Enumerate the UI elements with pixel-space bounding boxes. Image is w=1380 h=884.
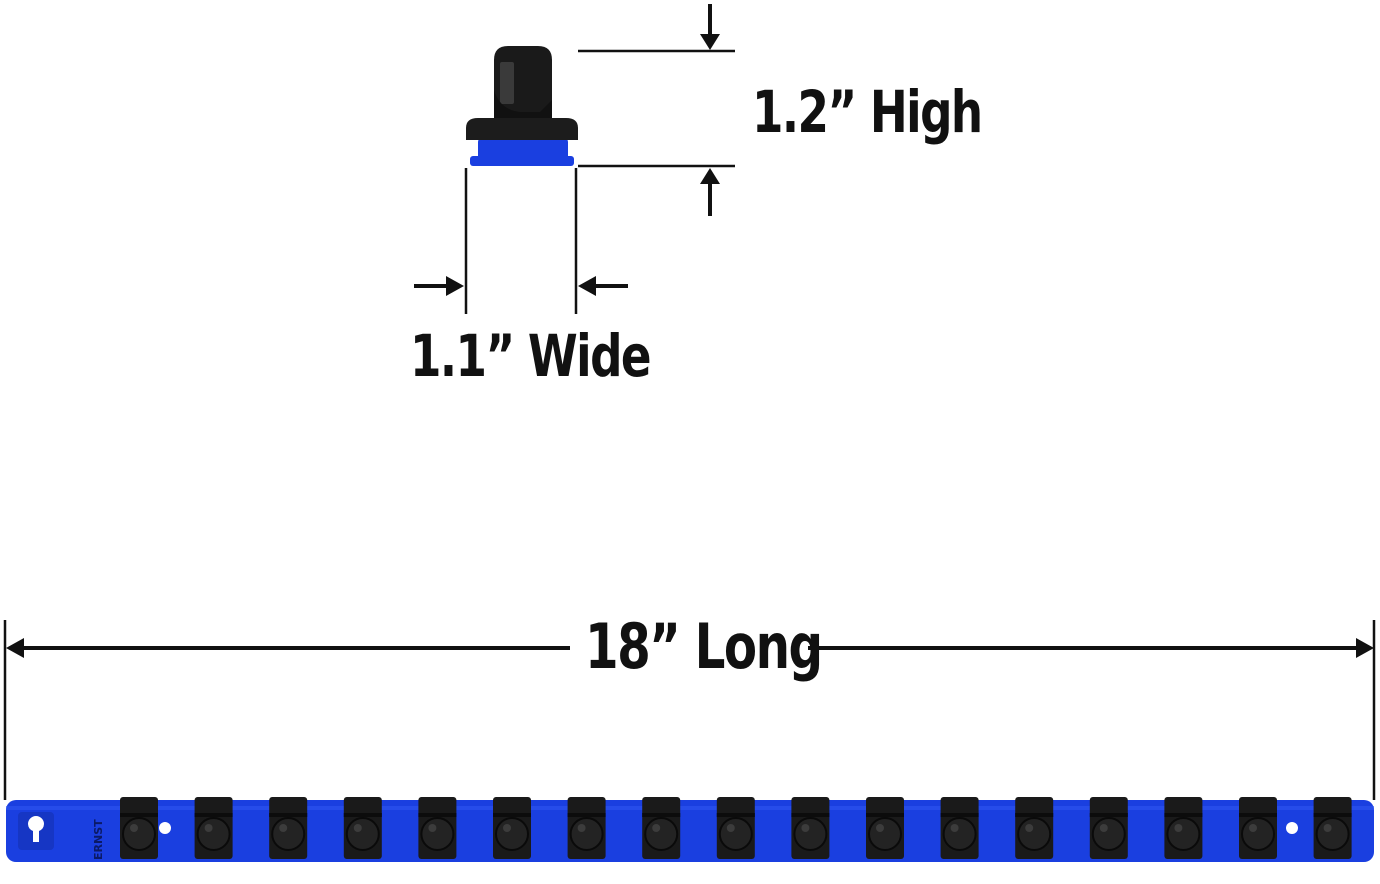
rail-clip-icon: [269, 797, 308, 859]
height-label: 1.2” High: [752, 78, 983, 146]
arrow-icon: [446, 276, 464, 296]
rail-clip-icon: [194, 797, 233, 859]
height-dimension: [578, 4, 735, 216]
arrow-icon: [6, 638, 24, 658]
socket-clip-icon: [466, 46, 578, 166]
rail-clip-icon: [120, 797, 158, 859]
rail-clip-icon: [567, 797, 606, 859]
rail-clip-icon: [791, 797, 830, 859]
arrow-icon: [700, 34, 720, 50]
rail-clip-icon: [418, 797, 457, 859]
mount-hole: [159, 822, 171, 834]
length-dimension: [3, 620, 1376, 800]
rail-clip-icon: [1089, 797, 1128, 859]
width-label: 1.1” Wide: [410, 322, 652, 390]
rail-clip-icon: [1313, 797, 1352, 859]
width-dimension: [414, 168, 628, 314]
keyhole-icon: [18, 812, 54, 850]
rail-clip-icon: [866, 797, 904, 859]
brand-text: ERNST: [92, 819, 105, 860]
rail-clip-icon: [940, 797, 979, 859]
rail-clip-icon: [1239, 797, 1277, 859]
arrow-icon: [1356, 638, 1374, 658]
mount-hole: [1286, 822, 1298, 834]
rail-clip-icon: [343, 797, 382, 859]
arrow-icon: [700, 168, 720, 184]
length-label: 18” Long: [585, 610, 823, 683]
rail-clip-icon: [493, 797, 531, 859]
rail-clip-icon: [642, 797, 681, 859]
rail-clip-icon: [716, 797, 755, 859]
rail-clip-icon: [1164, 797, 1203, 859]
arrow-icon: [578, 276, 596, 296]
rail-clip-icon: [1015, 797, 1054, 859]
socket-rail: ERNST: [6, 797, 1374, 862]
